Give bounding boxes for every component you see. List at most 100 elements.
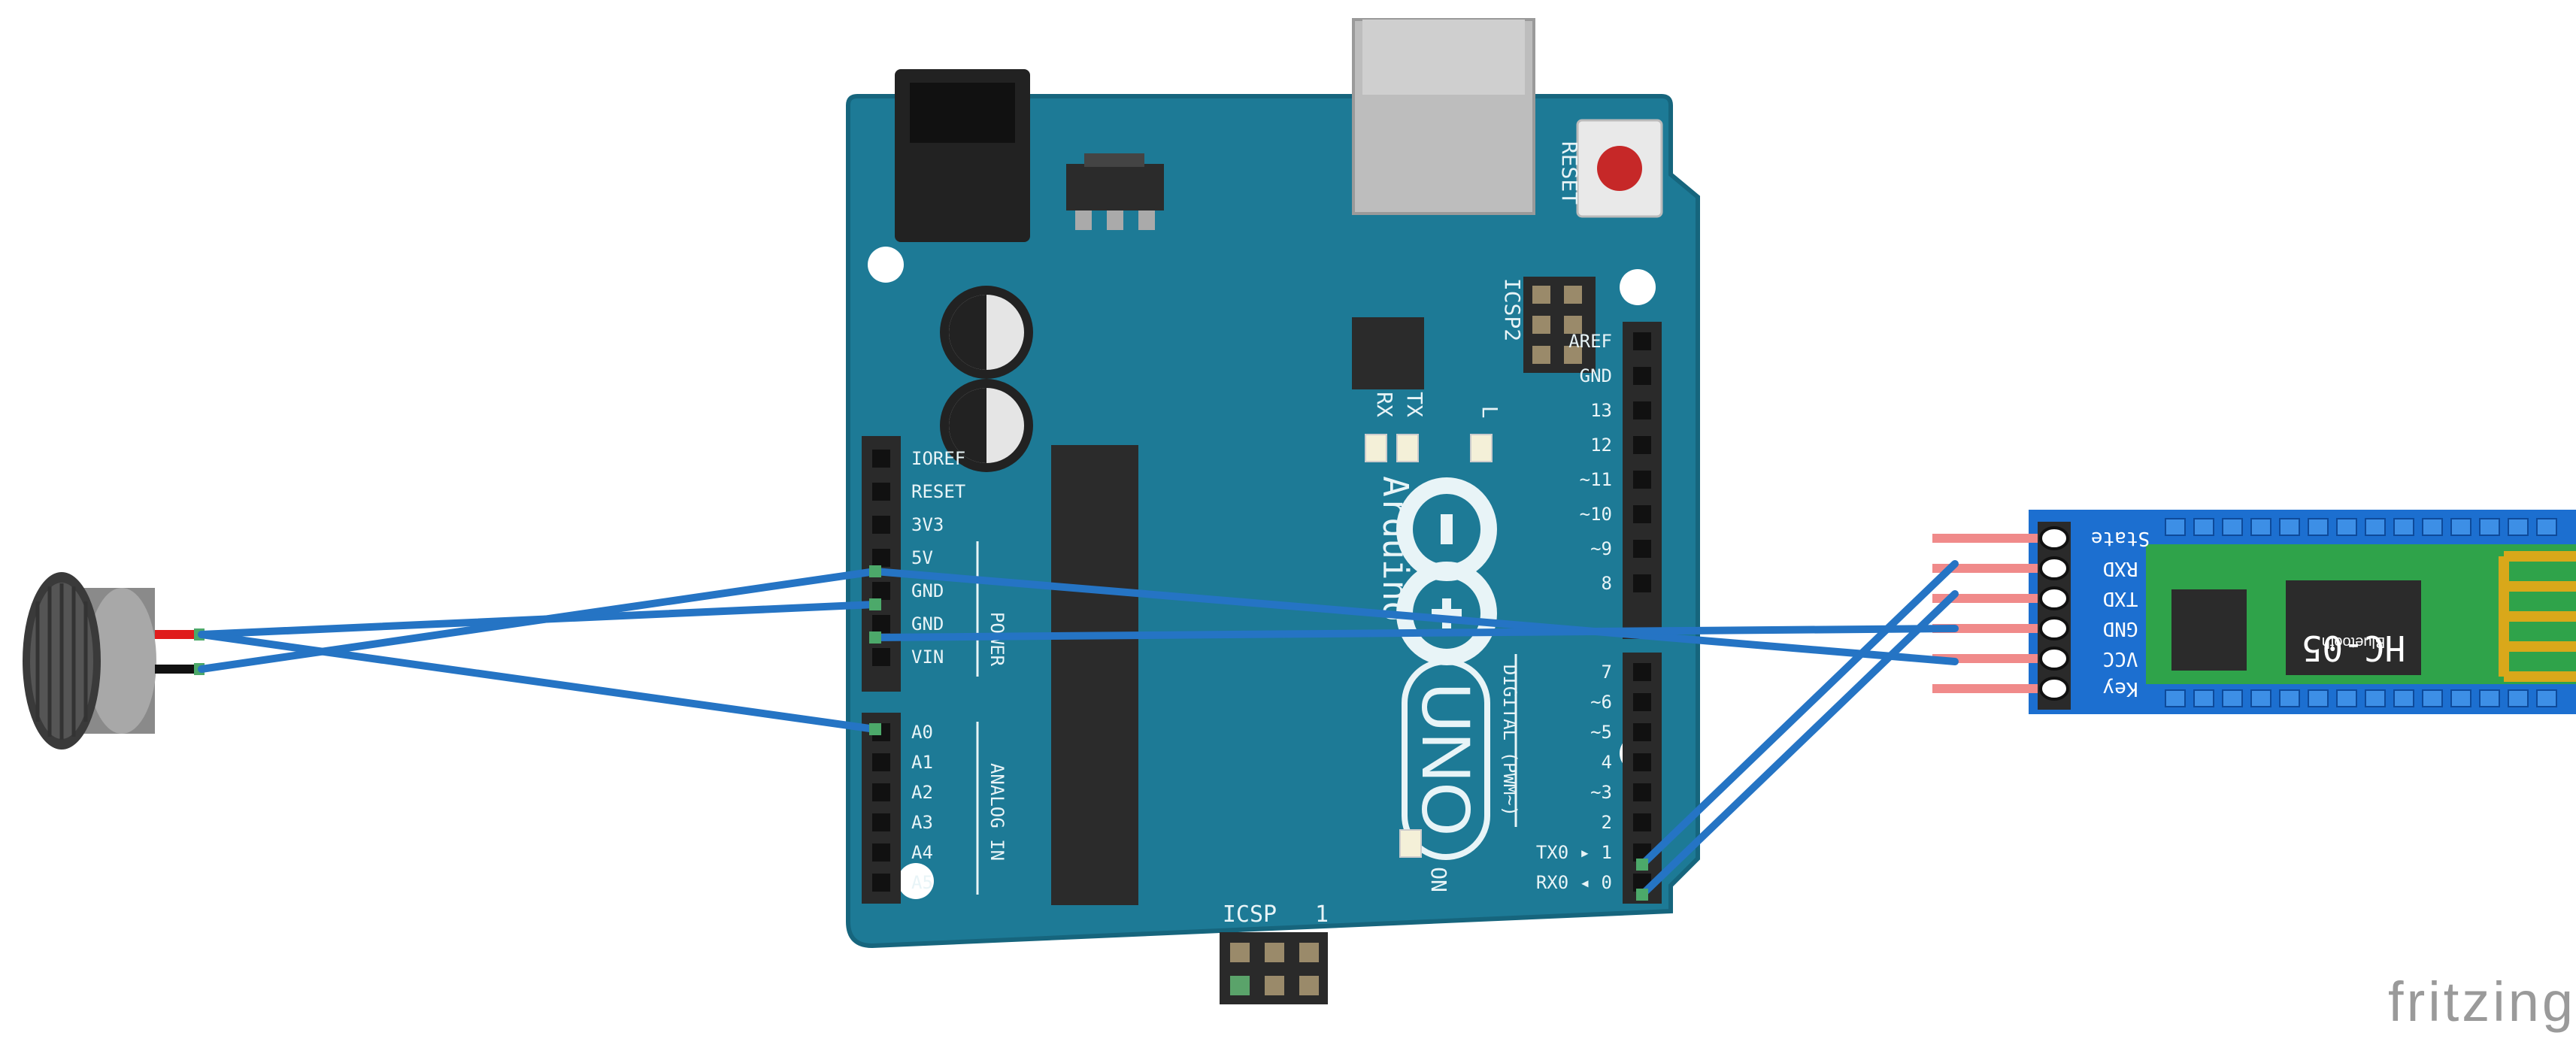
digital-pin-label: ~5 [1590,722,1612,743]
hc05-pin-lead [1932,684,2038,693]
mic-wire-black [155,665,200,674]
digital-pin-label: 4 [1602,752,1612,773]
wire-5v-to-vcc [871,568,1959,665]
power-pin [872,450,890,468]
hc05-pad [2250,689,2271,707]
hc05-pad [2536,689,2557,707]
digital-pin-label: 13 [1590,400,1612,421]
digital-label: DIGITAL (PWM~) [1499,665,1520,816]
rx-led [1365,434,1387,462]
power-pin-label: GND [911,580,944,601]
hc05-pad [2393,689,2414,707]
hc05-pin-socket [2039,616,2069,641]
capacitor [940,379,1033,472]
l-led [1470,434,1493,462]
capacitor [940,286,1033,379]
hc05-pin-lead [1932,654,2038,663]
analog-pin-label: A0 [911,722,933,743]
atmega-chip [1051,445,1138,905]
digital-pin-label: TX0 ▸ 1 [1536,842,1612,863]
hc05-pin-label: RXD [2103,557,2138,580]
analog-pin-label: A5 [911,872,933,893]
digital-pin [1633,367,1651,385]
wire-mic-to-vcc [198,568,879,673]
hc05-pin-socket [2039,647,2069,671]
hc05-pin-label: Key [2103,677,2138,700]
hc05-pad [2450,518,2471,536]
arduino-uno-board: RESET ICSP2 RX TX L [846,18,1700,1004]
wires [198,560,1959,898]
digital-pin-label: GND [1580,365,1612,386]
hc05-pad [2279,689,2300,707]
hc05-pad [2365,518,2386,536]
mic-wire-red [155,630,200,639]
analog-pin [872,843,890,862]
on-label: ON [1426,867,1451,892]
hc05-pad [2193,518,2214,536]
voltage-regulator [1066,164,1164,210]
usb-chip [1352,317,1424,389]
hc05-pin-label: TXD [2103,587,2138,610]
hc05-pin-socket [2039,526,2069,550]
hc05-pin-label: VCC [2103,647,2138,670]
hc05-pad [2336,518,2357,536]
digital-pin [1633,471,1651,489]
uno-badge [1402,659,1490,860]
icsp-header [1220,932,1328,1004]
hc05-pin-label: GND [2103,617,2138,640]
power-pin-label: RESET [911,481,965,502]
digital-pin [1633,783,1651,801]
hc05-antenna [2499,551,2576,682]
hc05-pad [2479,518,2500,536]
digital-pin-label: ~6 [1590,692,1612,713]
hc05-pad [2508,518,2529,536]
reset-label: RESET [1557,141,1582,204]
power-pin [872,582,890,600]
hc05-pad [2479,689,2500,707]
hc05-pin-socket [2039,586,2069,610]
rx-label: RX [1372,392,1397,417]
digital-pin-label: ~11 [1580,469,1612,490]
hc05-pin-lead [1932,624,2038,633]
digital-pin-label: RX0 ◂ 0 [1536,872,1612,893]
power-pin-label: 5V [911,547,933,568]
digital-pin [1633,723,1651,741]
digital-pin [1633,540,1651,558]
hc05-pad [2365,689,2386,707]
analog-pin-label: A1 [911,752,933,773]
digital-pin [1633,753,1651,771]
analog-pin [872,813,890,831]
digital-pin-label: AREF [1568,331,1612,352]
analog-pin [872,874,890,892]
digital-pin [1633,663,1651,681]
analog-header [862,713,901,904]
analog-pin-label: A3 [911,812,933,833]
on-led [1399,829,1422,858]
icsp-label: ICSP [1223,901,1277,928]
analog-pin [872,753,890,771]
electret-microphone [23,572,205,750]
uno-label: UNO [1408,683,1484,836]
hc05-pad [2222,689,2243,707]
digital-pin-label: ~10 [1580,504,1612,525]
power-pin-label: GND [911,613,944,634]
reset-button[interactable] [1576,119,1663,218]
digital-pin-label: 7 [1602,662,1612,683]
digital-pin [1633,693,1651,711]
mounting-hole [898,863,934,899]
hc05-pad [2279,518,2300,536]
wire-mic-to-a0 [198,631,879,733]
wire-tx-to-rxd [1638,560,1959,868]
hc05-pin-lead [1932,594,2038,603]
analog-pin [872,783,890,801]
hc05-pad [2508,689,2529,707]
hc05-pad [2422,689,2443,707]
hc05-pad [2165,689,2186,707]
analog-pin-label: A4 [911,842,933,863]
l-label: L [1477,406,1502,419]
digital-pin [1633,332,1651,350]
hc05-pad [2536,518,2557,536]
power-pin-label: IOREF [911,448,965,469]
